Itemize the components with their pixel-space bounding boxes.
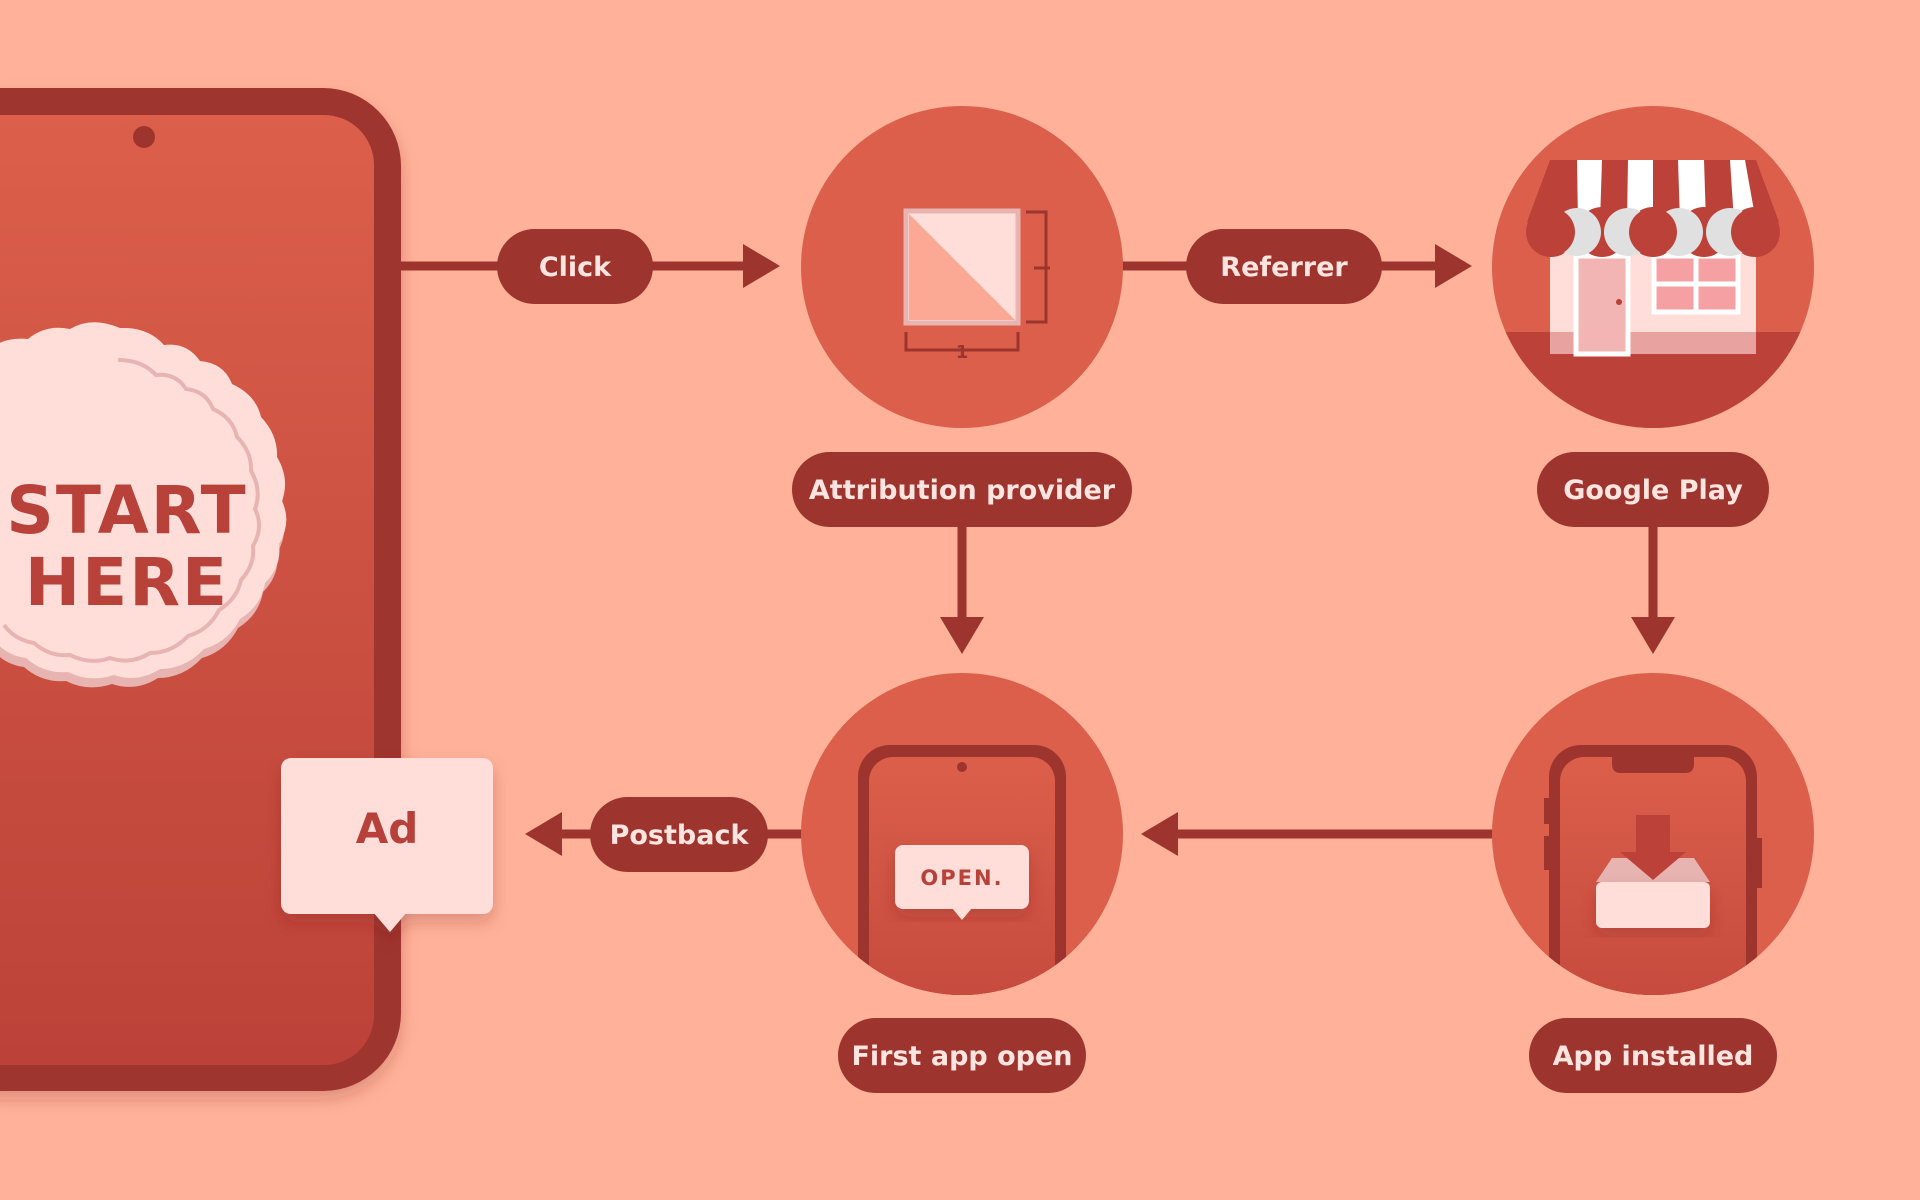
- ad-label: Ad: [356, 804, 419, 853]
- node-app-installed: App installed: [1492, 673, 1814, 1093]
- edge-referrer: Referrer: [1186, 229, 1382, 304]
- arrow-left-icon: [525, 812, 562, 856]
- storefront-icon: [1526, 160, 1780, 357]
- arrow-right-icon: [743, 244, 780, 288]
- phone-camera-icon: [133, 126, 155, 148]
- node-google-play: Google Play: [1492, 106, 1814, 527]
- node-app-installed-label: App installed: [1553, 1041, 1754, 1072]
- phone-open-icon: OPEN.: [858, 745, 1066, 995]
- phone-download-icon: [1544, 745, 1762, 995]
- node-attribution-provider: 1 Attribution provider: [792, 106, 1132, 527]
- open-bubble-label: OPEN.: [920, 866, 1003, 890]
- edge-click-label: Click: [539, 252, 612, 283]
- edge-click: Click: [497, 229, 653, 304]
- node-first-app-open-label: First app open: [851, 1041, 1072, 1072]
- edge-postback: Postback: [590, 797, 768, 872]
- start-here-line2: HERE: [25, 544, 229, 621]
- arrow-left-icon: [1141, 812, 1178, 856]
- arrow-down-icon: [940, 617, 984, 654]
- ruler-square-icon: 1: [903, 208, 1050, 363]
- node-first-app-open: OPEN. First app open: [801, 673, 1123, 1093]
- arrow-down-icon: [1631, 617, 1675, 654]
- ad-card[interactable]: Ad: [281, 758, 493, 932]
- node-google-play-label: Google Play: [1563, 475, 1743, 506]
- arrow-right-icon: [1435, 244, 1472, 288]
- start-here-badge: START HERE: [0, 322, 287, 688]
- node-attribution-provider-label: Attribution provider: [809, 475, 1116, 506]
- start-here-line1: START: [6, 472, 247, 549]
- dimension-label: 1: [956, 342, 969, 363]
- edge-postback-label: Postback: [610, 820, 750, 851]
- edge-referrer-label: Referrer: [1220, 252, 1348, 283]
